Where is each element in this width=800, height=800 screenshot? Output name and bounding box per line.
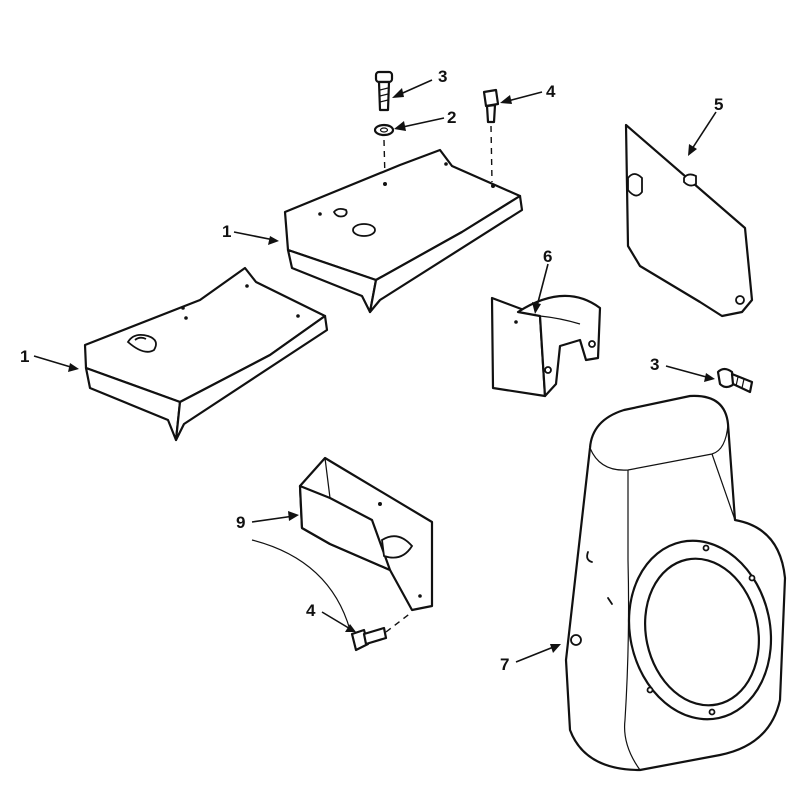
callout-label-1-upper: 1 bbox=[222, 222, 231, 241]
baffle-part-9 bbox=[251, 456, 434, 631]
callout-label-2: 2 bbox=[447, 108, 456, 127]
screw-part-3-top bbox=[374, 70, 394, 112]
callout-label-6: 6 bbox=[543, 247, 552, 266]
bolt-part-4-top bbox=[482, 88, 500, 124]
shield-plate-part-1-upper bbox=[283, 148, 524, 314]
bracket-part-6 bbox=[490, 294, 602, 398]
blower-housing-part-7 bbox=[564, 394, 787, 772]
callout-label-4-lower: 4 bbox=[306, 601, 316, 620]
callout-label-9: 9 bbox=[236, 513, 245, 532]
assembly-line-bolt-top bbox=[490, 125, 493, 183]
callout-label-3-top: 3 bbox=[438, 67, 447, 86]
washer-part-2 bbox=[373, 123, 395, 137]
callout-label-4-top: 4 bbox=[546, 82, 556, 101]
bolt-part-4-lower bbox=[350, 626, 388, 652]
callout-label-5: 5 bbox=[714, 95, 723, 114]
shield-plate-part-1-lower bbox=[83, 266, 329, 442]
cover-plate-part-5 bbox=[624, 123, 754, 318]
callout-label-7: 7 bbox=[500, 655, 509, 674]
screw-part-3-right bbox=[716, 367, 754, 394]
callout-label-3-right: 3 bbox=[650, 355, 659, 374]
assembly-line-bolt-lower bbox=[385, 611, 413, 633]
callout-label-1-lower: 1 bbox=[20, 347, 29, 366]
callout-arrows bbox=[33, 79, 717, 663]
